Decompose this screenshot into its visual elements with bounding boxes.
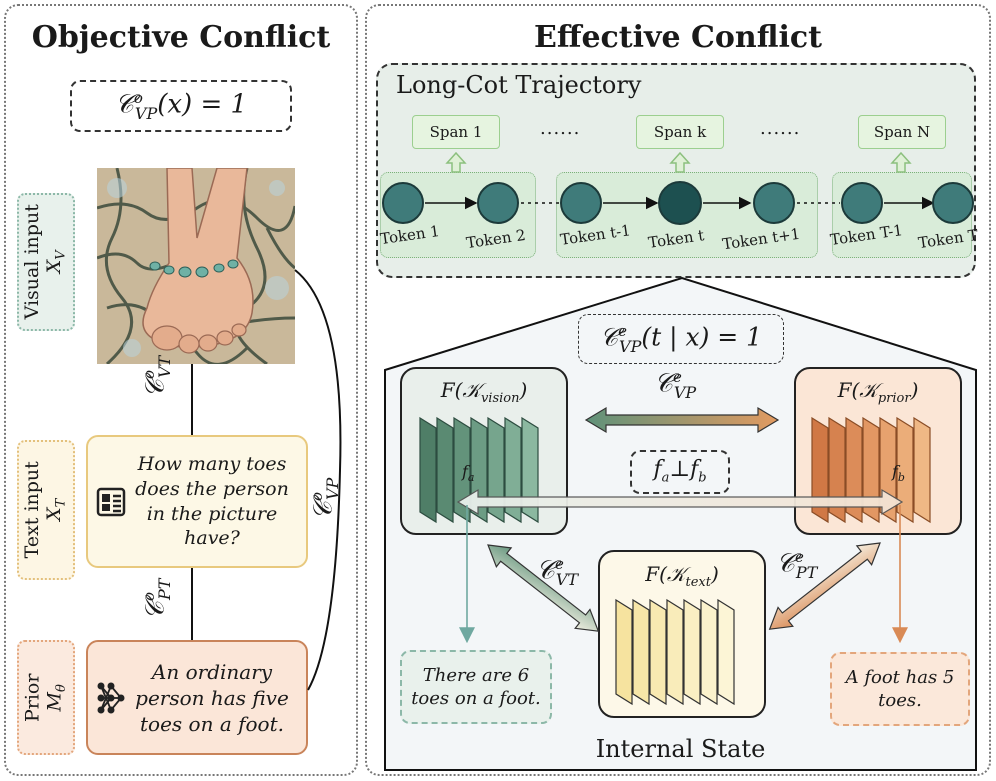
pt-double-arrow	[768, 542, 881, 630]
token-node-T-1	[841, 182, 883, 224]
fb-label: fb	[892, 462, 905, 485]
prior-slice-1	[811, 416, 829, 524]
prior-box: An ordinary person has five toes on a fo…	[86, 640, 308, 755]
text-slice-7	[717, 598, 735, 706]
objective-conflict-title: Objective Conflict	[31, 20, 331, 55]
span-1: Span 1	[412, 115, 500, 149]
text-slice-4	[666, 598, 684, 706]
text-slice-1	[615, 598, 633, 706]
vision-slice-5	[487, 416, 505, 524]
edge-label-vp-effective: 𝒞eVP	[654, 368, 697, 402]
vision-slice-7	[521, 416, 539, 524]
vt-double-arrow	[487, 544, 600, 632]
edge-label-vt-effective: 𝒞eVT	[536, 555, 579, 589]
text-slice-3	[649, 598, 667, 706]
orthogonal-label: fa⊥fb	[630, 450, 730, 494]
prior-slice-4	[862, 416, 880, 524]
network-icon	[96, 681, 126, 715]
effective-conflict-formula: 𝒞eVP(t | x) = 1	[578, 314, 784, 364]
edge-label-pt-effective: 𝒞ePT	[776, 548, 818, 582]
vision-slice-6	[504, 416, 522, 524]
vision-slice-3	[453, 416, 471, 524]
visual-input-tag: Visual input XV	[17, 193, 75, 331]
vision-slice-1	[419, 416, 437, 524]
token-node-T	[932, 182, 974, 224]
token-node-1	[382, 182, 424, 224]
internal-state-label: Internal State	[595, 735, 766, 763]
text-slice-6	[700, 598, 718, 706]
token-node-t	[658, 181, 702, 225]
prior-conclusion-note: A foot has 5 toes.	[830, 652, 970, 726]
text-feature-title: F(𝒦text)	[645, 562, 719, 590]
text-slice-2	[632, 598, 650, 706]
question-text: How many toes does the person in the pic…	[135, 453, 289, 550]
vision-conclusion-note: There are 6 toes on a foot.	[400, 650, 552, 724]
vp-double-arrow	[584, 406, 780, 434]
prior-slice-2	[828, 416, 846, 524]
long-cot-title: Long-Cot Trajectory	[396, 71, 642, 99]
objective-conflict-formula: 𝒞oVP(x) = 1	[70, 80, 292, 132]
question-box: How many toes does the person in the pic…	[86, 435, 308, 568]
objective-conflict-panel	[4, 4, 358, 776]
prior-slice-3	[845, 416, 863, 524]
effective-conflict-panel	[365, 4, 991, 776]
effective-formula-text: 𝒞eVP(t | x) = 1	[599, 322, 763, 356]
token-node-t+1	[753, 182, 795, 224]
objective-formula-text: 𝒞oVP(x) = 1	[114, 89, 248, 123]
document-icon	[96, 487, 126, 517]
span-k: Span k	[636, 115, 724, 149]
ellipsis-2: ......	[760, 118, 801, 139]
prior-slice-7	[913, 416, 931, 524]
vision-slice-2	[436, 416, 454, 524]
fa-label: fa	[462, 462, 475, 485]
span-n: Span N	[858, 115, 946, 149]
vision-feature-title: F(𝒦vision)	[440, 378, 528, 406]
prior-feature-title: F(𝒦prior)	[837, 378, 919, 406]
fa-fb-arrow	[456, 488, 904, 516]
prior-text: An ordinary person has five toes on a fo…	[135, 659, 289, 736]
token-node-t-1	[560, 182, 602, 224]
ellipsis-1: ......	[540, 118, 581, 139]
effective-conflict-title: Effective Conflict	[533, 20, 823, 55]
foot-image	[97, 168, 295, 364]
prior-slice-6	[896, 416, 914, 524]
prior-tag: Prior Mθ	[17, 640, 75, 755]
token-node-2	[477, 182, 519, 224]
text-input-tag: Text input XT	[17, 440, 75, 580]
text-slice-5	[683, 598, 701, 706]
